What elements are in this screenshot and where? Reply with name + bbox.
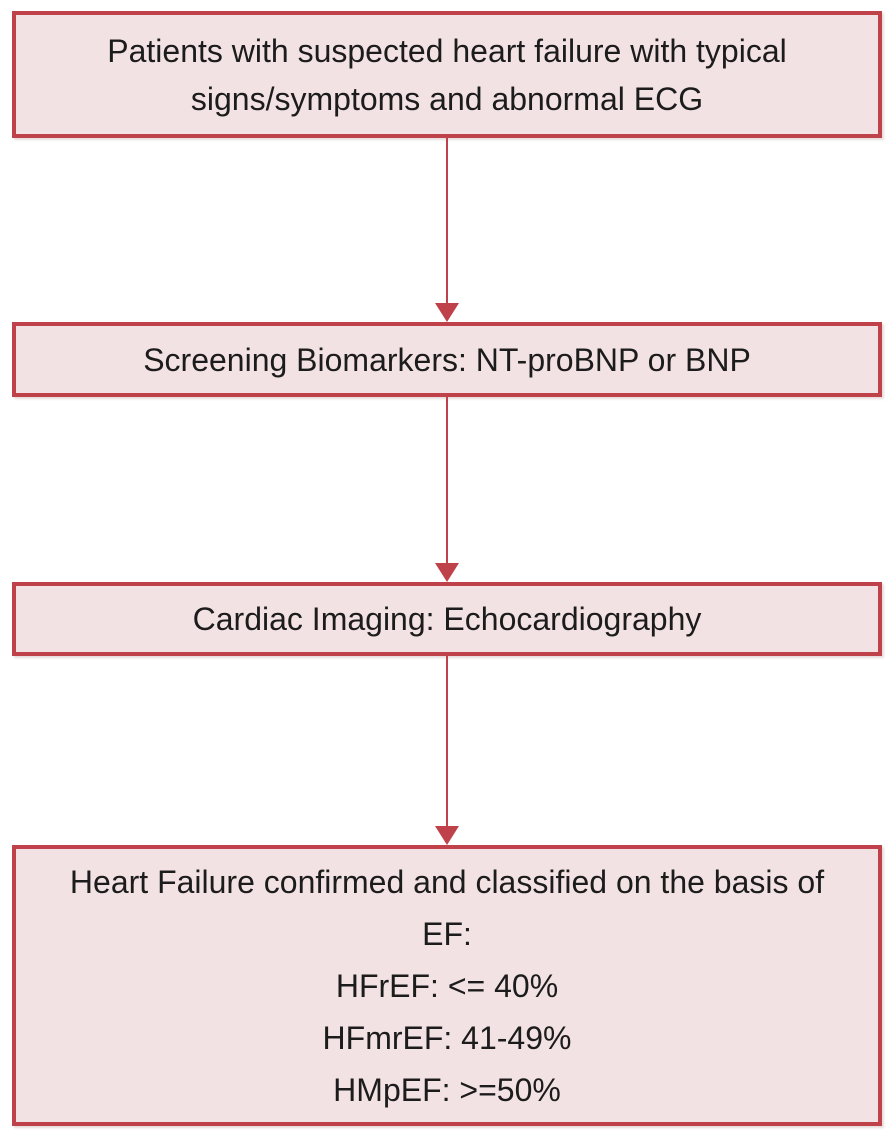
- flow-node-classification-hfmref: HFmrEF: 41-49%: [322, 1019, 572, 1056]
- flow-node-classification-heading: Heart Failure confirmed and classified o…: [69, 863, 825, 952]
- down-arrow-1-head-icon: [435, 303, 459, 322]
- flow-node-classification-hmpef: HMpEF: >=50%: [333, 1071, 561, 1108]
- down-arrow-2-line: [446, 397, 448, 564]
- flow-node-biomarkers-label: Screening Biomarkers: NT-proBNP or BNP: [143, 341, 751, 378]
- flow-node-classification: Heart Failure confirmed and classified o…: [12, 845, 882, 1126]
- flow-node-imaging-label: Cardiac Imaging: Echocardiography: [192, 601, 702, 637]
- flow-node-patients-label: Patients with suspected heart failure wi…: [107, 32, 787, 117]
- down-arrow-3-line: [446, 656, 448, 827]
- flow-node-imaging: Cardiac Imaging: Echocardiography: [12, 582, 882, 656]
- down-arrow-1-line: [446, 138, 448, 304]
- flow-node-classification-hfref: HFrEF: <= 40%: [335, 967, 559, 1004]
- flow-node-biomarkers: Screening Biomarkers: NT-proBNP or BNP: [12, 322, 882, 397]
- down-arrow-2-head-icon: [435, 563, 459, 582]
- flow-node-patients: Patients with suspected heart failure wi…: [12, 11, 882, 138]
- down-arrow-3-head-icon: [435, 826, 459, 845]
